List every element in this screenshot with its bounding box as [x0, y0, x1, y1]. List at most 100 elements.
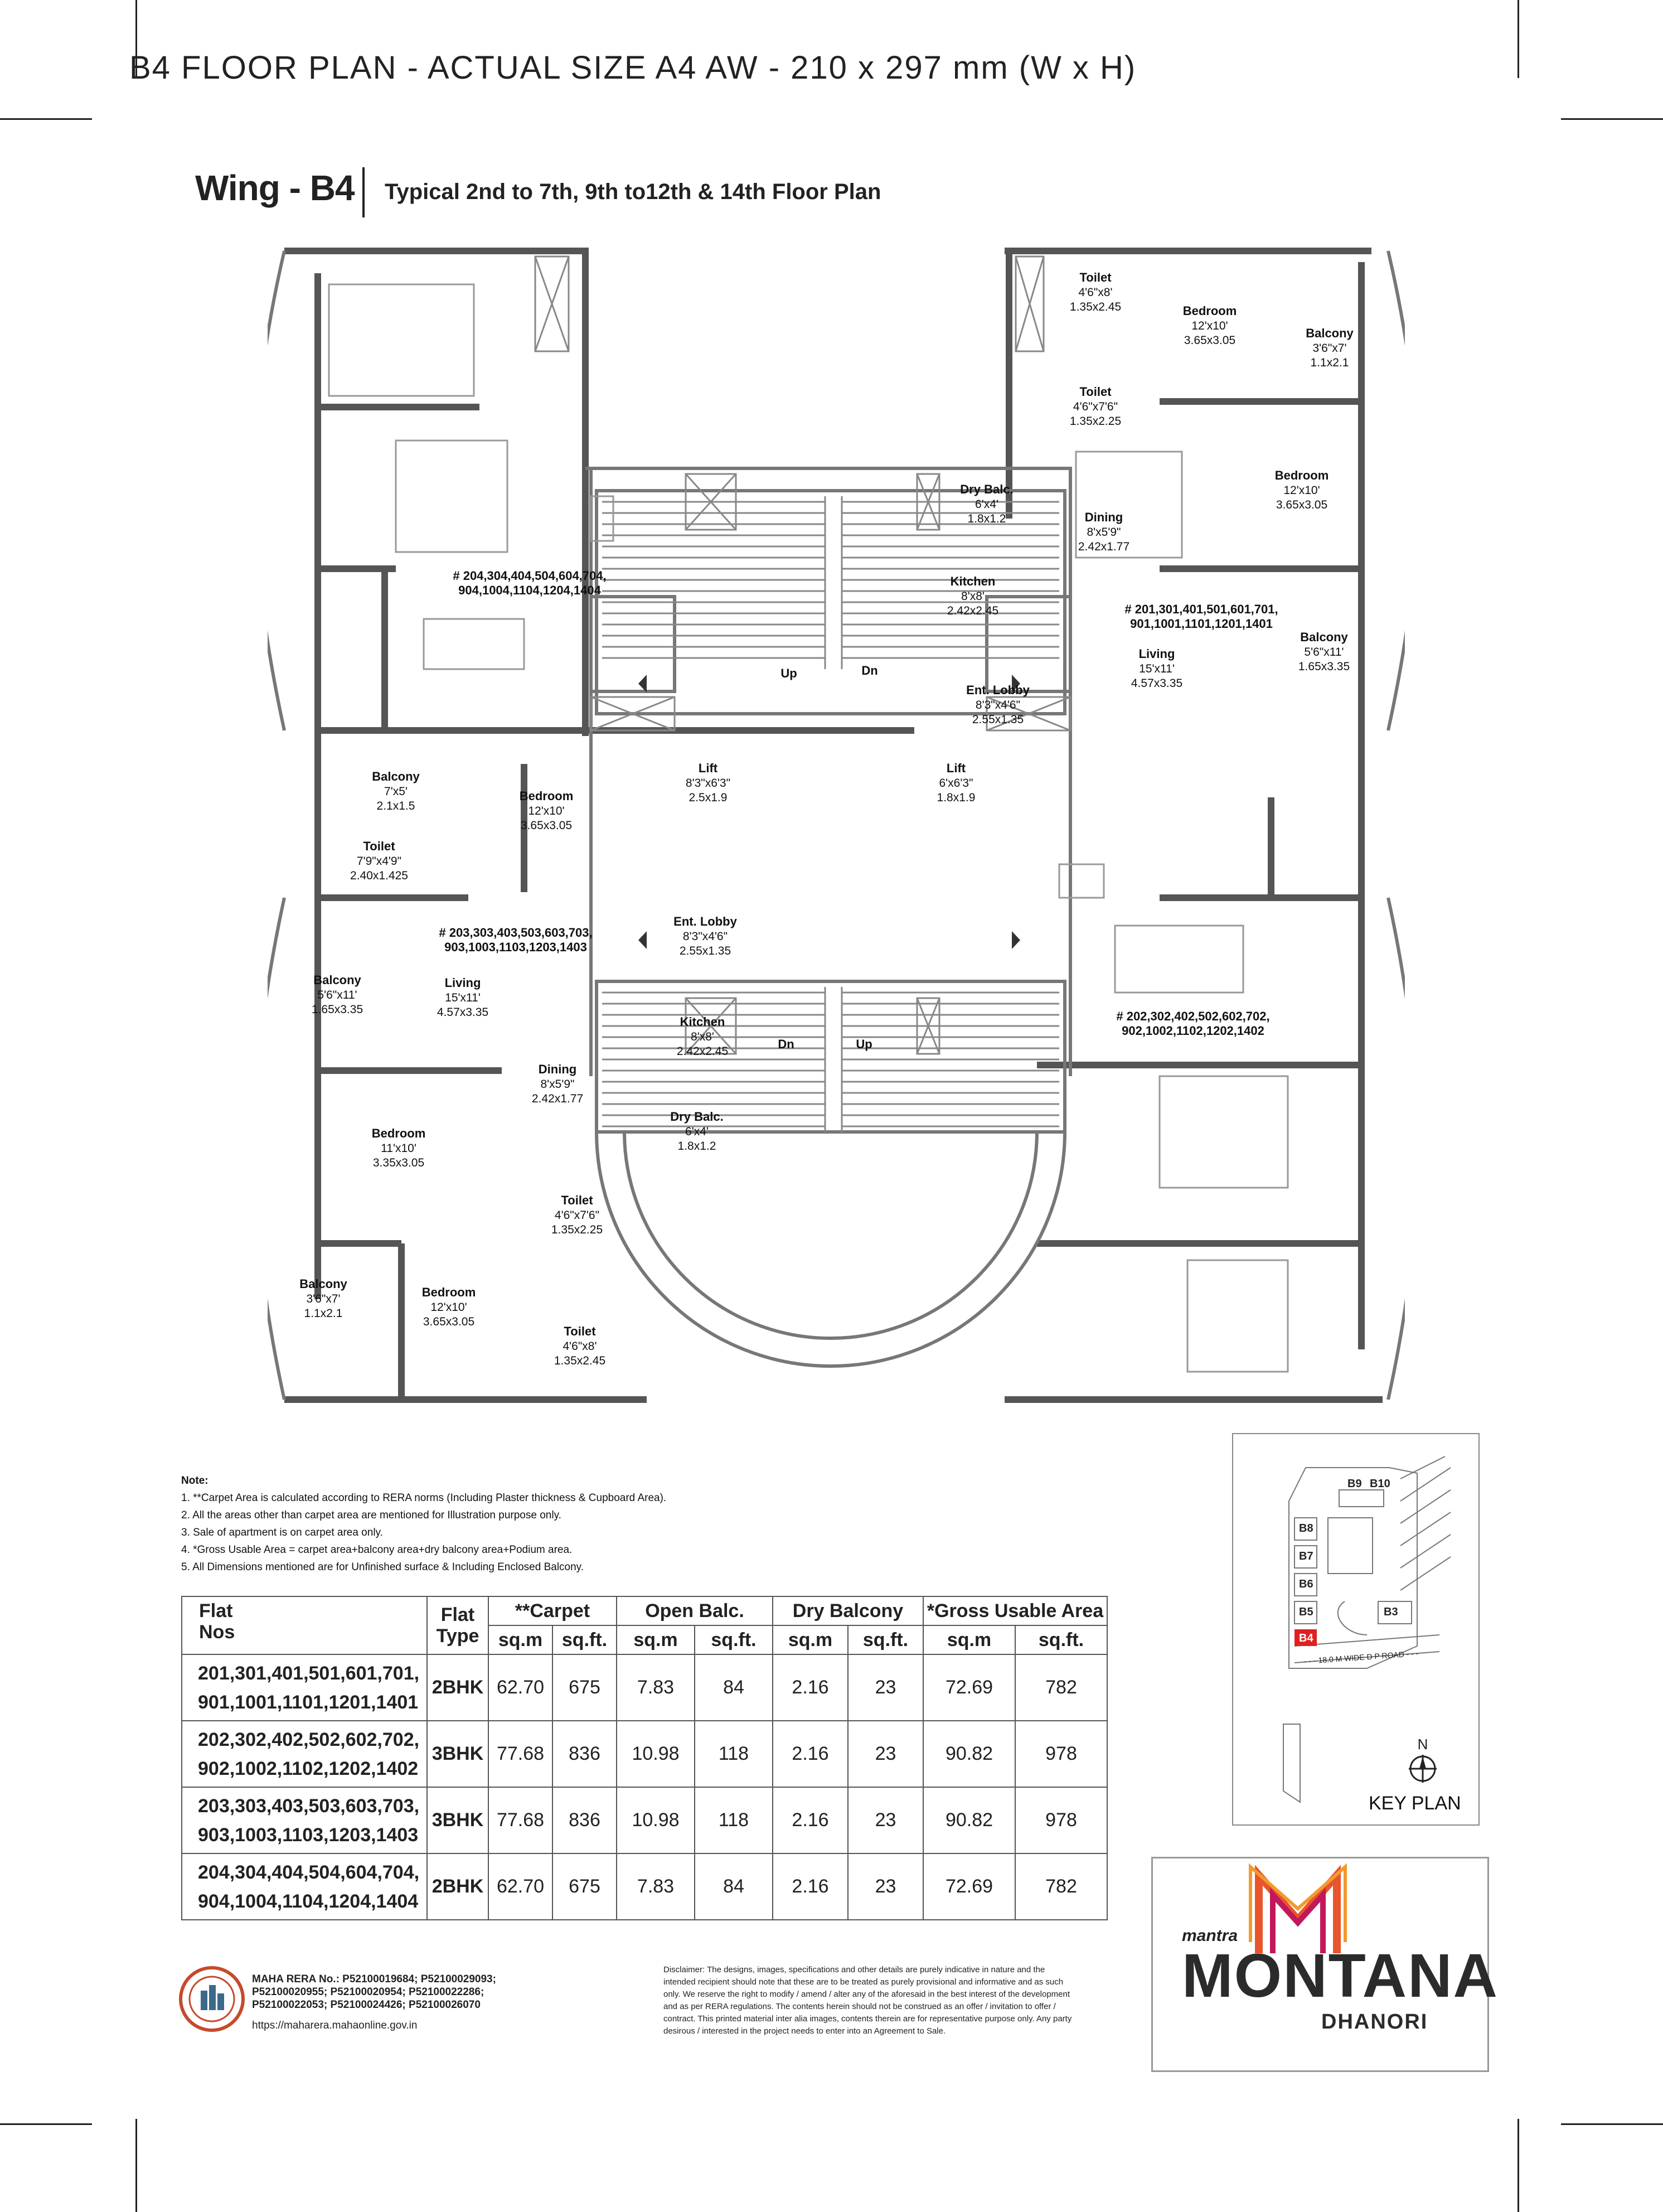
cell-carpet-sqm: 62.70 — [488, 1853, 553, 1920]
room-label: Dry Balc. — [960, 482, 1013, 496]
wing-subtitle: Typical 2nd to 7th, 9th to12th & 14th Fl… — [385, 180, 881, 204]
crop-mark — [135, 2119, 137, 2212]
room-label: 2.42x2.45 — [947, 604, 998, 617]
cell-dry-sqm: 2.16 — [772, 1720, 849, 1788]
key-plan-building-label: B9 — [1347, 1478, 1362, 1490]
flat-nos-cell: 201,301,401,501,601,701,901,1001,1101,12… — [181, 1654, 428, 1721]
room-label: 2.42x2.45 — [677, 1045, 728, 1058]
room-label: Dn — [861, 664, 877, 677]
room-label: Toilet — [363, 839, 395, 853]
room-label: 2.55x1.35 — [972, 713, 1024, 726]
room-label: 2.5x1.9 — [689, 791, 728, 804]
header-carpet: **Carpet — [488, 1596, 617, 1626]
cell-type: 2BHK — [426, 1654, 489, 1721]
cell-gross-sqft: 978 — [1015, 1720, 1108, 1788]
note-item: 2. All the areas other than carpet area … — [181, 1509, 561, 1521]
room-label: 4'6"x7'6" — [555, 1209, 599, 1222]
key-plan-building-label: B3 — [1384, 1606, 1398, 1618]
room-label: Toilet — [561, 1193, 593, 1207]
room-label: 2.42x1.77 — [532, 1092, 583, 1105]
key-plan-building-label: B7 — [1299, 1550, 1313, 1562]
flat-numbers-label: 902,1002,1102,1202,1402 — [1122, 1024, 1264, 1038]
room-label: 3.65x3.05 — [1184, 334, 1235, 347]
note-item: 5. All Dimensions mentioned are for Unfi… — [181, 1561, 584, 1573]
floor-plan: # 204,304,404,504,604,704,904,1004,1104,… — [268, 248, 1405, 1403]
cell-carpet-sqm: 77.68 — [488, 1787, 553, 1854]
room-label: 3.65x3.05 — [423, 1315, 474, 1328]
room-label: 12'x10' — [430, 1301, 467, 1314]
room-label: Toilet — [564, 1324, 596, 1338]
room-label: 2.42x1.77 — [1078, 540, 1129, 553]
room-label: Lift — [699, 761, 718, 775]
room-label: 8'3"x6'3" — [686, 777, 730, 790]
table-row: 202,302,402,502,602,702,902,1002,1102,12… — [181, 1720, 1108, 1788]
room-label: 1.35x2.25 — [1070, 415, 1121, 428]
cell-dry-sqm: 2.16 — [772, 1853, 849, 1920]
header-dry-balcony: Dry Balcony — [772, 1596, 924, 1626]
table-row: 203,303,403,503,603,703,903,1003,1103,12… — [181, 1787, 1108, 1854]
flat-numbers-label: # 201,301,401,501,601,701, — [1124, 602, 1278, 616]
crop-mark — [0, 118, 92, 120]
room-label: Dining — [539, 1062, 576, 1076]
rera-numbers: MAHA RERA No.: P52100019684; P5210002909… — [252, 1973, 496, 2011]
rera-link[interactable]: https://maharera.mahaonline.gov.in — [252, 2020, 418, 2031]
room-label: Living — [445, 976, 481, 990]
cell-type: 3BHK — [426, 1720, 489, 1788]
rera-line: MAHA RERA No.: P52100019684; P5210002909… — [252, 1973, 496, 1985]
table-row: 201,301,401,501,601,701,901,1001,1101,12… — [181, 1654, 1108, 1721]
room-label: Ent. Lobby — [673, 914, 737, 928]
header-flat-nos: Flat Nos — [181, 1596, 428, 1655]
cell-gross-sqm: 72.69 — [923, 1654, 1016, 1721]
brand-mantra: mantra — [1182, 1927, 1238, 1945]
flat-nos-cell: 202,302,402,502,602,702,902,1002,1102,12… — [181, 1720, 428, 1788]
room-label: 4.57x3.35 — [1131, 677, 1182, 690]
notes-heading: Note: — [181, 1475, 209, 1487]
header-sqm: sq.m — [772, 1625, 849, 1655]
cell-gross-sqft: 978 — [1015, 1787, 1108, 1854]
note-item: 3. Sale of apartment is on carpet area o… — [181, 1527, 383, 1538]
key-plan-building-label: B5 — [1299, 1606, 1313, 1618]
montana-m-logo — [1249, 1863, 1347, 1953]
cell-open-sqft: 118 — [694, 1787, 773, 1854]
room-label: 6'x4' — [685, 1125, 709, 1138]
room-label: Balcony — [1306, 326, 1354, 340]
title-separator — [362, 167, 365, 217]
rera-line: P52100022053; P52100024426; P52100026070 — [252, 1999, 481, 2011]
brand-location: DHANORI — [1321, 2010, 1428, 2034]
svg-text:N: N — [1418, 1736, 1428, 1753]
room-labels: # 204,304,404,504,604,704,904,1004,1104,… — [299, 270, 1354, 1367]
brand-name: MONTANA — [1182, 1942, 1499, 2010]
key-plan-building-label: B8 — [1299, 1522, 1313, 1535]
room-label: 1.8x1.2 — [968, 512, 1006, 525]
header-sqm: sq.m — [488, 1625, 553, 1655]
note-item: 1. **Carpet Area is calculated according… — [181, 1492, 667, 1504]
cell-carpet-sqft: 675 — [552, 1654, 617, 1721]
cell-open-sqft: 118 — [694, 1720, 773, 1788]
key-plan-building-label: B10 — [1370, 1478, 1390, 1490]
header-sqft: sq.ft. — [694, 1625, 773, 1655]
room-label: 1.35x2.25 — [551, 1223, 603, 1236]
cell-carpet-sqft: 675 — [552, 1853, 617, 1920]
cell-carpet-sqft: 836 — [552, 1720, 617, 1788]
cell-dry-sqm: 2.16 — [772, 1787, 849, 1854]
room-label: 4.57x3.35 — [437, 1006, 488, 1019]
flat-numbers-label: 901,1001,1101,1201,1401 — [1130, 617, 1273, 631]
room-label: 4'6"x8' — [1078, 286, 1112, 299]
room-label: 15'x11' — [445, 991, 481, 1004]
room-label: Balcony — [299, 1277, 347, 1291]
room-label: Bedroom — [520, 789, 574, 803]
cell-gross-sqm: 90.82 — [923, 1720, 1016, 1788]
header-sqft: sq.ft. — [552, 1625, 617, 1655]
room-label: 12'x10' — [528, 805, 564, 817]
header-open-balc: Open Balc. — [616, 1596, 773, 1626]
cell-gross-sqft: 782 — [1015, 1654, 1108, 1721]
room-label: 3'6"x7' — [1312, 342, 1346, 355]
room-label: Up — [856, 1037, 872, 1051]
cell-carpet-sqm: 62.70 — [488, 1654, 553, 1721]
room-label: 4'6"x7'6" — [1073, 400, 1118, 413]
room-label: Living — [1139, 647, 1175, 661]
room-label: 6'x4' — [975, 498, 998, 511]
maharera-seal — [179, 1966, 245, 2032]
flat-nos-cell: 203,303,403,503,603,703,903,1003,1103,12… — [181, 1787, 428, 1854]
